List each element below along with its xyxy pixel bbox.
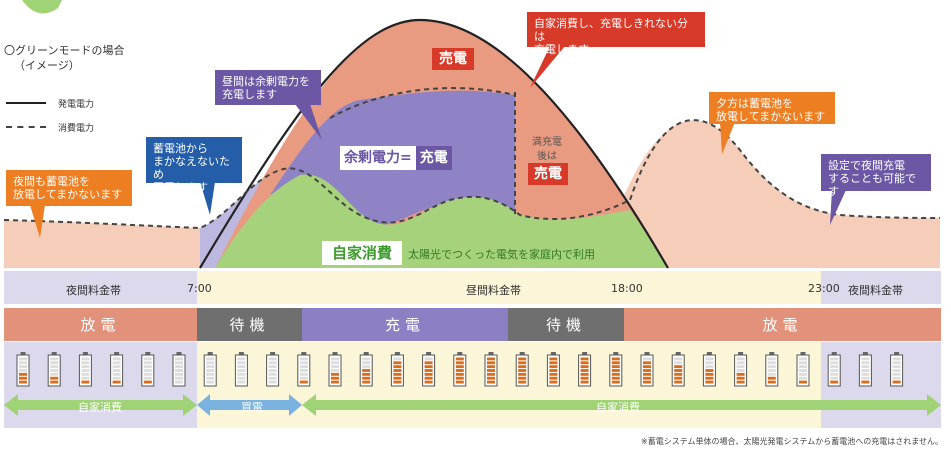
- self-consumption-label: 自家消費: [322, 241, 402, 265]
- battery-icon: [515, 352, 529, 387]
- self-consumption-right-label: 自家消費: [596, 401, 640, 414]
- surplus-prefix: 余剰電力=: [340, 146, 416, 170]
- callout-night-battery: 夜間も蓄電池を 放電してまかないます: [6, 170, 132, 206]
- callout-pointer-night: [30, 205, 45, 238]
- time-0700: 7:00: [187, 282, 212, 295]
- self-consumption-arrow-left: [4, 394, 197, 416]
- evening-consumption-area: [620, 120, 940, 268]
- battery-icon: [453, 352, 467, 387]
- battery-zone-day: [197, 342, 821, 428]
- battery-icon: [578, 352, 592, 387]
- battery-icon: [671, 352, 685, 387]
- night-band-left: [4, 271, 197, 304]
- battery-icon: [422, 352, 436, 387]
- battery-icon: [858, 352, 872, 387]
- footnote: ※蓄電システム単体の場合、太陽光発電システムから蓄電池への充電はされません。: [641, 437, 943, 446]
- time-2300: 23:00: [808, 282, 840, 295]
- sell-top-label: 売電: [432, 48, 474, 70]
- callout-pointer-sell: [530, 46, 565, 88]
- status-band-standby-1: 待機: [197, 308, 302, 341]
- battery-icon: [827, 352, 841, 387]
- battery-icon: [297, 352, 311, 387]
- battery-icon: [266, 352, 280, 387]
- self-consumption-desc: 太陽光でつくった電気を家庭内で利用: [408, 248, 595, 261]
- mode-title: 〇グリーンモードの場合: [4, 44, 125, 57]
- callout-buy-power: 蓄電池から まかなえないため 買電します: [146, 137, 242, 194]
- consumption-legend-label: 消費電力: [58, 124, 95, 134]
- full-charge-line1: 満充電: [532, 137, 562, 148]
- callout-night-charge: 設定で夜間充電 することも可能です: [821, 154, 931, 198]
- battery-icon: [359, 352, 373, 387]
- battery-icon: [640, 352, 654, 387]
- night-rate-right-label: 夜間料金帯: [848, 284, 903, 297]
- battery-icon: [172, 352, 186, 387]
- battery-icon: [765, 352, 779, 387]
- self-consumption-arrow-right: [302, 394, 941, 416]
- battery-icon: [141, 352, 155, 387]
- battery-icon: [47, 352, 61, 387]
- surplus-top-curve: [329, 87, 516, 119]
- leaf-icon: [22, 0, 62, 14]
- battery-icon: [546, 352, 560, 387]
- battery-icon: [734, 352, 748, 387]
- battery-icon: [390, 352, 404, 387]
- status-band-discharge-right: 放電: [624, 308, 941, 341]
- mode-subtitle: （イメージ）: [14, 59, 80, 72]
- battery-icon: [203, 352, 217, 387]
- battery-icon: [110, 352, 124, 387]
- battery-icon: [16, 352, 30, 387]
- callout-pointer-buy: [200, 182, 215, 215]
- night-band-right: [821, 271, 941, 304]
- callout-pointer-night-charge: [830, 190, 846, 225]
- battery-icon: [484, 352, 498, 387]
- surplus-label-box: 余剰電力= 充電: [340, 146, 452, 170]
- day-rate-label: 昼間料金帯: [466, 284, 521, 297]
- consumption-legend-swatch: [6, 126, 46, 128]
- battery-icon: [328, 352, 342, 387]
- battery-zone-right: [821, 342, 941, 428]
- battery-icon: [890, 352, 904, 387]
- generation-legend-swatch: [6, 102, 46, 104]
- callout-evening-battery: 夕方は蓄電池を 放電してまかないます: [709, 92, 835, 124]
- generation-legend-label: 発電電力: [58, 100, 95, 110]
- callout-pointer-evening: [720, 122, 735, 154]
- surplus-charge: 充電: [415, 146, 452, 170]
- status-band-charge: 充電: [302, 308, 508, 341]
- battery-icon: [609, 352, 623, 387]
- status-band-discharge-left: 放電: [4, 308, 197, 341]
- status-band-standby-2: 待機: [508, 308, 624, 341]
- night-consumption-area: [4, 220, 200, 268]
- battery-row: [16, 352, 904, 387]
- generation-curve: [199, 18, 669, 269]
- buy-power-arrow: [197, 394, 302, 416]
- battery-zone-left: [4, 342, 197, 428]
- callout-sell-full: 自家消費し、充電しきれない分は 充電します: [527, 12, 705, 56]
- buy-power-label: 買電: [241, 401, 263, 414]
- battery-icon: [234, 352, 248, 387]
- self-consumption-left-label: 自家消費: [78, 401, 122, 414]
- time-1800: 18:00: [611, 282, 643, 295]
- night-rate-left-label: 夜間料金帯: [66, 284, 121, 297]
- battery-icon: [78, 352, 92, 387]
- full-charge-line2: 後は: [537, 151, 557, 162]
- callout-daytime-charge: 昼間は余剰電力を 充電します: [215, 70, 321, 105]
- battery-icon: [796, 352, 810, 387]
- day-band: [197, 271, 821, 304]
- consumption-curve: [3, 119, 941, 230]
- sell-after-label: 売電: [528, 163, 568, 185]
- callout-pointer-charge: [295, 104, 322, 140]
- battery-icon: [702, 352, 716, 387]
